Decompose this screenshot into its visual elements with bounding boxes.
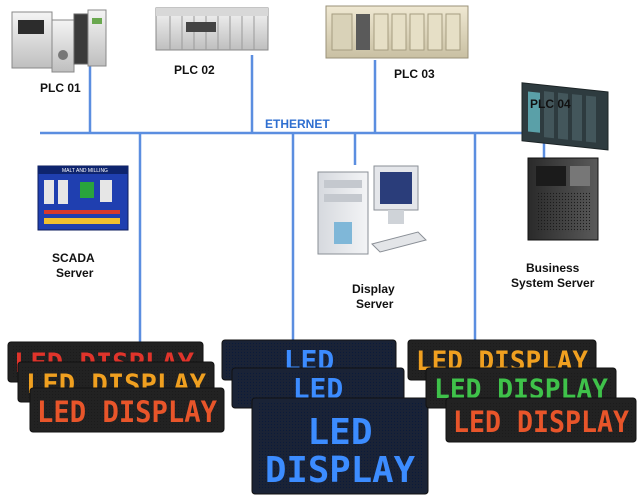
display-server-workstation xyxy=(317,165,427,255)
scada-screen-title: MALT AND MILLING xyxy=(62,168,108,174)
display-label-line1: Display xyxy=(352,282,395,296)
led-panel-3c: LED DISPLAY xyxy=(445,397,637,443)
plc-02-device xyxy=(155,7,269,51)
led-group-1: LED DISPLAY LED DISPLAY LED DISPLAY xyxy=(7,341,225,433)
led-panel-1c-text: LED DISPLAY xyxy=(37,395,217,429)
led-panel-3c-text: LED DISPLAY xyxy=(453,405,629,439)
plc-02-label: PLC 02 xyxy=(174,63,215,77)
led-panel-2c: LED DISPLAY xyxy=(251,397,429,495)
business-label-line2: System Server xyxy=(511,276,595,290)
scada-screen: MALT AND MILLING xyxy=(37,165,129,231)
plc-04-label: PLC 04 xyxy=(530,97,571,111)
led-panel-2c-text-line2: DISPLAY xyxy=(265,450,415,491)
plc-01-device xyxy=(11,9,107,73)
led-group-2: LED LED LED DISPLAY xyxy=(221,339,429,495)
display-label-line2: Server xyxy=(356,297,394,311)
plc-03-device xyxy=(325,5,469,59)
scada-label-line2: Server xyxy=(56,266,94,280)
ethernet-label: ETHERNET xyxy=(265,117,330,131)
led-panel-2c-text-line1: LED xyxy=(307,412,372,453)
plc-01-label: PLC 01 xyxy=(40,81,81,95)
business-server-tower xyxy=(527,157,599,241)
plc-03-label: PLC 03 xyxy=(394,67,435,81)
led-panel-1c: LED DISPLAY xyxy=(29,387,225,433)
led-group-3: LED DISPLAY LED DISPLAY LED DISPLAY xyxy=(407,339,637,443)
scada-label-line1: SCADA xyxy=(52,251,95,265)
business-label-line1: Business xyxy=(526,261,580,275)
plc-04-device xyxy=(521,82,609,151)
